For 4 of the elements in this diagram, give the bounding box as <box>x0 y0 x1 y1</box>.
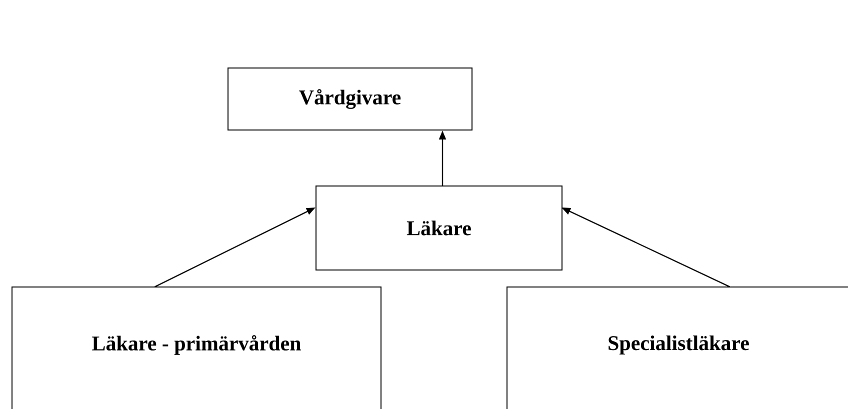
box: Vårdgivare <box>228 68 472 130</box>
box: Specialistläkare <box>506 286 848 409</box>
box: Läkare <box>316 186 562 270</box>
box: Läkare - primärvården <box>12 286 382 409</box>
